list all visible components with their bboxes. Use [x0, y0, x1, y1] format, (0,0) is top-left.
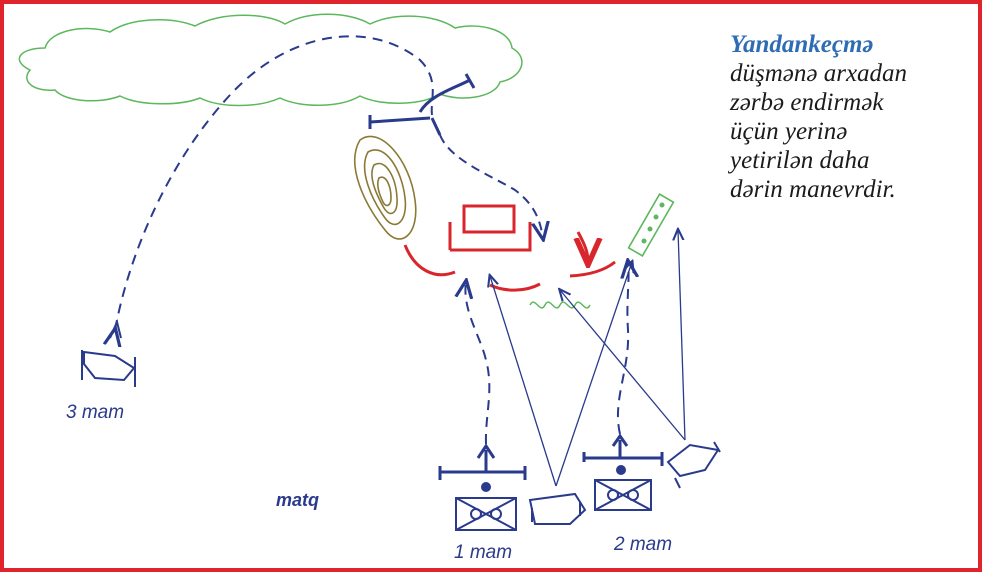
minefield	[627, 193, 675, 257]
caption-line-2: zərbə endirmək	[730, 89, 884, 116]
unit-3-label: 3 mam	[66, 402, 125, 423]
deployment-line-3	[368, 73, 476, 136]
route-3-arrowhead	[109, 318, 122, 339]
unit-2-label: 2 mam	[614, 534, 673, 555]
unit-3-mam-symbol	[81, 350, 136, 387]
definition-caption: Yandankeçmə düşmənə arxadan zərbə endirm…	[730, 30, 970, 204]
route-3-mam	[115, 35, 434, 330]
caption-line-4: yetirilən daha	[730, 147, 870, 174]
attack-position-label: matq	[276, 490, 320, 510]
tactical-diagram	[18, 13, 721, 531]
caption-title: Yandankeçmə	[730, 31, 874, 58]
unit-1-label: 1 mam	[454, 542, 513, 563]
route-3-continuation	[439, 134, 543, 238]
caption-line-3: üçün yerinə	[730, 118, 848, 145]
hill-contours	[354, 135, 417, 240]
wire-obstacle	[529, 301, 591, 309]
caption-line-5: dərin manevrdir.	[730, 176, 896, 203]
caption-line-1: düşmənə arxadan	[730, 60, 908, 87]
route-1-mam	[465, 282, 491, 445]
forest-area	[18, 13, 523, 107]
enemy-position	[403, 204, 616, 292]
fire-lines	[490, 230, 686, 487]
unit-2-mam-group	[582, 433, 721, 511]
unit-1-mam-group	[438, 443, 587, 531]
route-2-mam	[616, 262, 629, 435]
